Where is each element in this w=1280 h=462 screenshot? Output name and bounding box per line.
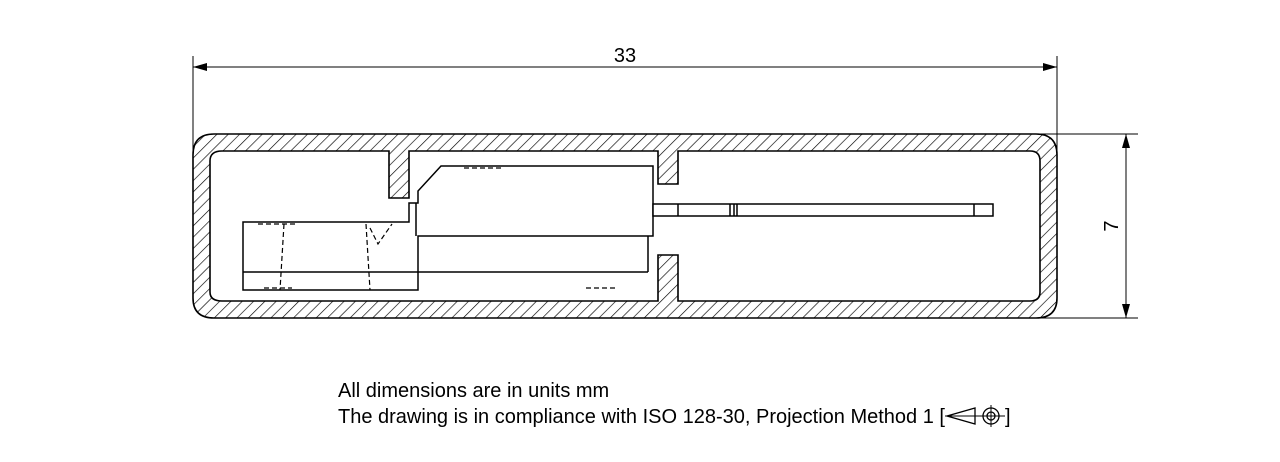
module-body <box>242 165 654 291</box>
units-note: All dimensions are in units mm <box>338 380 610 402</box>
first-angle-projection-icon <box>944 405 1005 427</box>
lead-pin <box>652 203 994 217</box>
height-dimension-value: 7 <box>1101 220 1123 231</box>
width-dimension-value: 33 <box>614 45 636 67</box>
compliance-text: The drawing is in compliance with ISO 12… <box>338 406 945 428</box>
compliance-bracket-end: ] <box>1004 406 1011 428</box>
drawing-notes: All dimensions are in units mm The drawi… <box>338 378 1011 430</box>
height-dimension: 7 <box>1000 133 1138 319</box>
compliance-note: The drawing is in compliance with ISO 12… <box>338 404 1011 430</box>
hidden-lines <box>258 167 616 291</box>
